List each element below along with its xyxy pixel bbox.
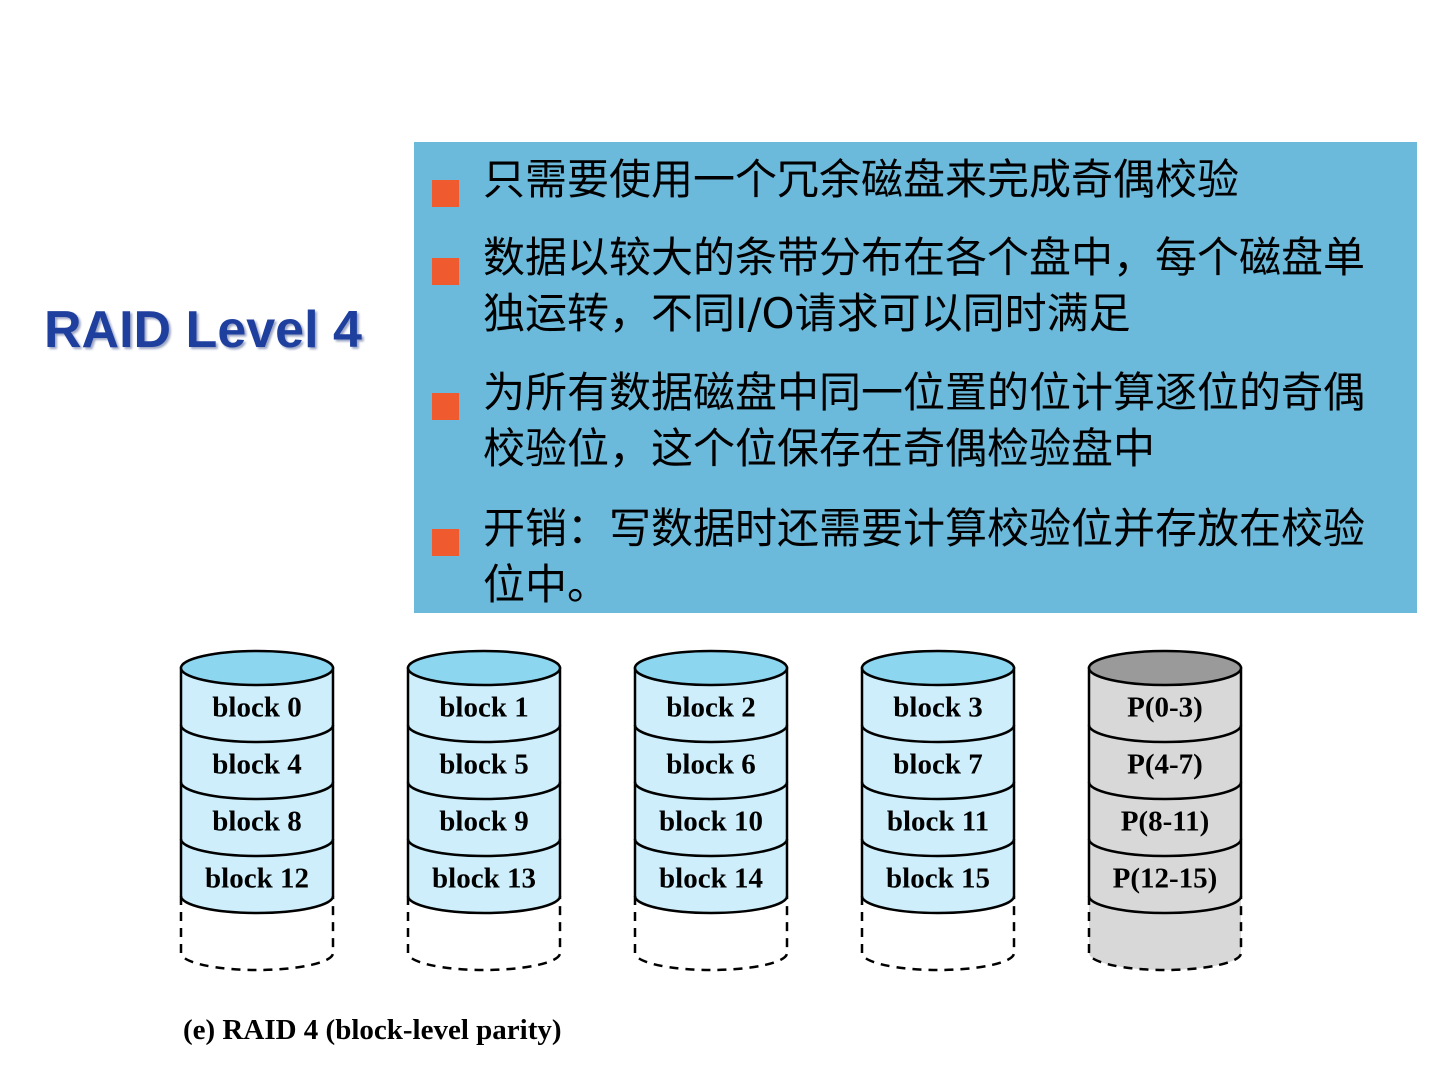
disk-free-space xyxy=(1087,896,1243,972)
square-bullet-icon xyxy=(432,529,459,556)
block-label: block 6 xyxy=(666,749,755,781)
disk-top xyxy=(1087,649,1243,687)
block-label: P(4-7) xyxy=(1127,749,1203,781)
block-label: P(12-15) xyxy=(1113,863,1218,895)
block-label: block 13 xyxy=(432,863,536,895)
disk-free-space xyxy=(633,896,789,972)
disk-body xyxy=(179,666,335,915)
block-label: P(0-3) xyxy=(1127,692,1203,724)
data-disk: block 1 block 5 block 9 block 13 xyxy=(406,649,562,972)
block-divider xyxy=(860,838,1016,858)
disk-top xyxy=(860,649,1016,687)
block-label: block 5 xyxy=(439,749,528,781)
disk-body xyxy=(1087,666,1243,915)
block-divider xyxy=(179,781,335,801)
block-divider xyxy=(179,724,335,744)
data-disk: block 3 block 7 block 11 block 15 xyxy=(860,649,1016,972)
square-bullet-icon xyxy=(432,180,459,207)
square-bullet-icon xyxy=(432,258,459,285)
block-label: block 7 xyxy=(893,749,982,781)
block-divider xyxy=(406,724,562,744)
disk-empty-area xyxy=(1089,896,1241,970)
disk-body xyxy=(860,666,1016,915)
data-disk: block 0 block 4 block 8 block 12 xyxy=(179,649,335,972)
slide-title: RAID Level 4 xyxy=(44,301,362,359)
block-label: block 11 xyxy=(887,806,989,838)
block-label: block 3 xyxy=(893,692,982,724)
block-label: block 12 xyxy=(205,863,309,895)
block-label: block 10 xyxy=(659,806,763,838)
block-divider xyxy=(633,724,789,744)
block-label: P(8-11) xyxy=(1121,806,1210,838)
disk-free-space xyxy=(179,896,335,972)
bullet-text: 只需要使用一个冗余磁盘来完成奇偶校验 xyxy=(483,155,1240,204)
bullet-text: 数据以较大的条带分布在各个盘中，每个磁盘单独运转，不同I/O请求可以同时满足 xyxy=(483,233,1366,338)
block-label: block 14 xyxy=(659,863,763,895)
block-label: block 1 xyxy=(439,692,528,724)
bullet-text: 开销：写数据时还需要计算校验位并存放在校验位中。 xyxy=(483,504,1366,609)
block-label: block 9 xyxy=(439,806,528,838)
diagram-caption: (e) RAID 4 (block-level parity) xyxy=(183,1014,562,1046)
block-divider xyxy=(860,781,1016,801)
block-divider xyxy=(406,838,562,858)
disk-free-space xyxy=(860,896,1016,972)
block-divider xyxy=(1087,724,1243,744)
disk-top xyxy=(179,649,335,687)
block-label: block 0 xyxy=(212,692,301,724)
disk-body xyxy=(406,666,562,915)
block-divider xyxy=(406,781,562,801)
bullet-text: 为所有数据磁盘中同一位置的位计算逐位的奇偶校验位，这个位保存在奇偶检验盘中 xyxy=(483,368,1366,473)
block-label: block 4 xyxy=(212,749,301,781)
disk-body xyxy=(633,666,789,915)
disk-top xyxy=(406,649,562,687)
block-divider xyxy=(1087,838,1243,858)
data-disk: block 2 block 6 block 10 block 14 xyxy=(633,649,789,972)
disk-free-space xyxy=(406,896,562,972)
parity-disk: P(0-3) P(4-7) P(8-11) P(12-15) xyxy=(1087,649,1243,972)
block-divider xyxy=(860,724,1016,744)
disk-top xyxy=(633,649,789,687)
block-label: block 15 xyxy=(886,863,990,895)
block-divider xyxy=(633,781,789,801)
bullet-panel: 只需要使用一个冗余磁盘来完成奇偶校验 数据以较大的条带分布在各个盘中，每个磁盘单… xyxy=(414,142,1417,613)
block-divider xyxy=(1087,781,1243,801)
square-bullet-icon xyxy=(432,393,459,420)
block-divider xyxy=(633,838,789,858)
block-divider xyxy=(179,838,335,858)
block-label: block 2 xyxy=(666,692,755,724)
block-label: block 8 xyxy=(212,806,301,838)
